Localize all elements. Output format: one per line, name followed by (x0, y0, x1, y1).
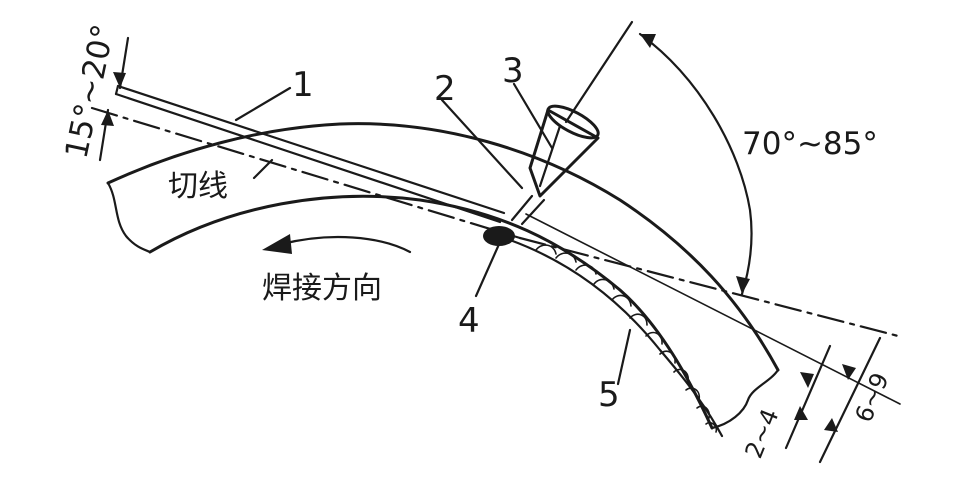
label-1: 1 (292, 65, 314, 105)
weld-pool (483, 226, 515, 246)
torch-angle-label: 70°~85° (742, 126, 878, 162)
torch-angle-indicator (638, 32, 753, 296)
filler-rod (114, 84, 506, 224)
leader-2 (440, 98, 524, 190)
workpiece (106, 122, 780, 430)
weld-bead (508, 238, 724, 438)
rod-angle-label: 15°~20° (59, 21, 122, 161)
torch-axis-line (564, 20, 634, 124)
leader-4 (474, 240, 502, 298)
workpiece-left-break (106, 181, 152, 254)
dim-label-2-4: 2~4 (740, 405, 785, 462)
tangent-line (90, 106, 522, 240)
dimension-6-9 (818, 336, 882, 464)
welding-torch (510, 104, 600, 226)
tangent-line-extension (518, 236, 900, 338)
leader-1 (234, 86, 292, 122)
leader-tangent (252, 158, 274, 180)
torch-reference-line (525, 213, 901, 405)
workpiece-right-break (710, 368, 780, 430)
workpiece-inner-edge (148, 194, 714, 430)
dimension-2-4 (784, 344, 832, 450)
welding-direction-arrow (262, 234, 412, 254)
label-4: 4 (458, 301, 480, 341)
label-2: 2 (434, 69, 456, 109)
leader-5 (616, 328, 632, 386)
label-5: 5 (598, 375, 620, 415)
tangent-label: 切线 (168, 169, 228, 204)
label-3: 3 (502, 51, 524, 91)
welding-direction-label: 焊接方向 (262, 271, 382, 306)
leader-3 (512, 82, 554, 150)
rod-angle-indicator (98, 36, 130, 162)
workpiece-outer-edge (106, 122, 780, 372)
